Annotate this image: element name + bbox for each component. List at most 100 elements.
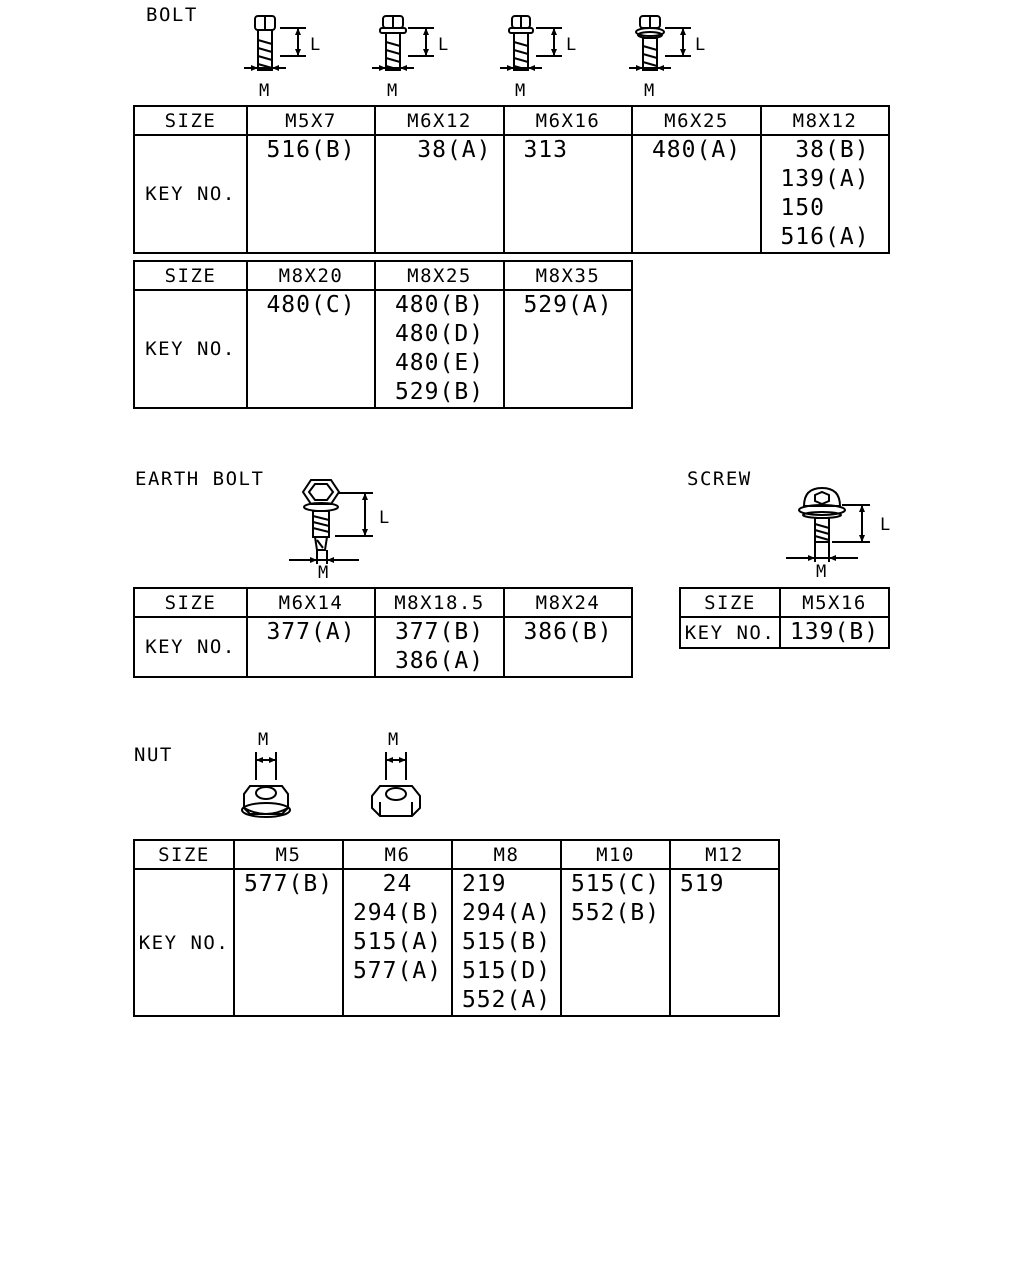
bolt-diameter-label: M [644,81,654,101]
key-number: 377(A) [266,619,356,645]
nut-diameter-label: M [388,730,398,750]
size-column: M8X18.5 [374,587,505,618]
key-cell: 529(A) [503,289,633,409]
key-cell: 577(B) [233,868,344,1017]
bolt-diameter-label: M [387,81,397,101]
washer-bolt-icon: L M [629,15,705,101]
key-number: 150 [780,195,870,221]
key-number: 294(A) [461,900,552,926]
key-number: 529(B) [394,379,485,405]
table-row: KEY NO. 516(B) 38(A) 313 480(A) 38(B) 13… [133,134,890,254]
key-cell: 480(C) [246,289,376,409]
key-number: 480(E) [394,350,485,376]
key-number: 516(A) [780,224,870,250]
size-column: M8X20 [246,260,376,291]
key-number: 38(A) [387,137,492,163]
size-column: M6X14 [246,587,376,618]
key-number: 386(A) [394,648,485,674]
key-cell: 516(B) [246,134,376,254]
screw-section-title: SCREW [687,468,752,490]
size-column: M8X35 [503,260,633,291]
key-number: 515(A) [352,929,443,955]
key-number: 515(B) [461,929,552,955]
key-cell: 519 [669,868,780,1017]
key-cell: 24 294(B) 515(A) 577(A) [342,868,453,1017]
table-row: KEY NO. 139(B) [679,616,890,649]
size-column: M5X7 [246,105,376,136]
screw-length-label: L [880,515,890,535]
key-number: 139(A) [780,166,870,192]
key-no-header: KEY NO. [133,134,248,254]
key-cell: 386(B) [503,616,633,678]
size-column: M6X16 [503,105,633,136]
bolt-diameter-label: M [515,81,525,101]
key-number: 313 [523,137,613,163]
nut-section-title: NUT [134,744,173,766]
size-column: M5 [233,839,344,870]
flange-nut-icon: M [241,730,291,818]
key-cell: 38(A) [374,134,505,254]
key-number: 480(B) [394,292,485,318]
size-column: M8X12 [760,105,890,136]
hex-bolt-icon: L M [244,15,320,101]
bolt-length-label: L [310,35,320,55]
key-number: 515(D) [461,958,552,984]
key-number: 552(B) [570,900,661,926]
bolt-diameter-label: M [259,81,269,101]
table-header-row: SIZE M5X7 M6X12 M6X16 M6X25 M8X12 [133,105,890,136]
key-number: 515(C) [570,871,661,897]
key-number: 529(A) [523,292,613,318]
earth-bolt-icon: L M [289,479,389,583]
key-cell: 313 [503,134,633,254]
size-column: M8X24 [503,587,633,618]
screw-icon: L M [786,486,890,582]
size-column: M6X12 [374,105,505,136]
size-column: M10 [560,839,671,870]
bolt-length-label: L [566,35,576,55]
key-number: 480(D) [394,321,485,347]
size-column: M5X16 [779,587,890,618]
key-number: 38(B) [780,137,870,163]
size-header: SIZE [133,105,248,136]
bolt-length-label: L [438,35,448,55]
key-number: 480(C) [266,292,356,318]
table-row: KEY NO. 480(C) 480(B) 480(D) 480(E) 529(… [133,289,633,409]
key-number: 480(A) [651,137,742,163]
key-number: 219 [461,871,552,897]
table-header-row: SIZE M8X20 M8X25 M8X35 [133,260,633,291]
bolt-size-table-1: SIZE M5X7 M6X12 M6X16 M6X25 M8X12 KEY NO… [133,105,890,254]
screw-diameter-label: M [816,562,826,582]
size-column: M12 [669,839,780,870]
size-column: M8 [451,839,562,870]
key-cell: 480(A) [631,134,762,254]
key-no-header: KEY NO. [679,616,781,649]
nut-size-table: SIZE M5 M6 M8 M10 M12 KEY NO. 577(B) 24 … [133,839,780,1017]
bolt-section-title: BOLT [146,4,198,26]
nut-diameter-label: M [258,730,268,750]
key-no-header: KEY NO. [133,616,248,678]
small-flange-bolt-icon: L M [500,15,576,101]
key-number: 386(B) [523,619,613,645]
earth-bolt-length-label: L [379,508,389,528]
key-number: 516(B) [266,137,356,163]
key-cell: 219 294(A) 515(B) 515(D) 552(A) [451,868,562,1017]
key-cell: 515(C) 552(B) [560,868,671,1017]
hex-nut-icon: M [371,730,421,817]
key-number: 139(B) [789,619,880,645]
earth-bolt-section-title: EARTH BOLT [135,468,265,490]
key-number: 377(B) [394,619,485,645]
table-row: KEY NO. 377(A) 377(B) 386(A) 386(B) [133,616,633,678]
size-header: SIZE [133,260,248,291]
key-cell: 38(B) 139(A) 150 516(A) [760,134,890,254]
size-header: SIZE [133,587,248,618]
earth-bolt-size-table: SIZE M6X14 M8X18.5 M8X24 KEY NO. 377(A) … [133,587,633,678]
table-header-row: SIZE M6X14 M8X18.5 M8X24 [133,587,633,618]
key-cell: 377(A) [246,616,376,678]
table-header-row: SIZE M5 M6 M8 M10 M12 [133,839,780,870]
size-column: M6X25 [631,105,762,136]
key-number: 552(A) [461,987,552,1013]
table-row: KEY NO. 577(B) 24 294(B) 515(A) 577(A) 2… [133,868,780,1017]
key-number: 577(B) [243,871,334,897]
key-cell: 377(B) 386(A) [374,616,505,678]
key-number: 577(A) [352,958,443,984]
